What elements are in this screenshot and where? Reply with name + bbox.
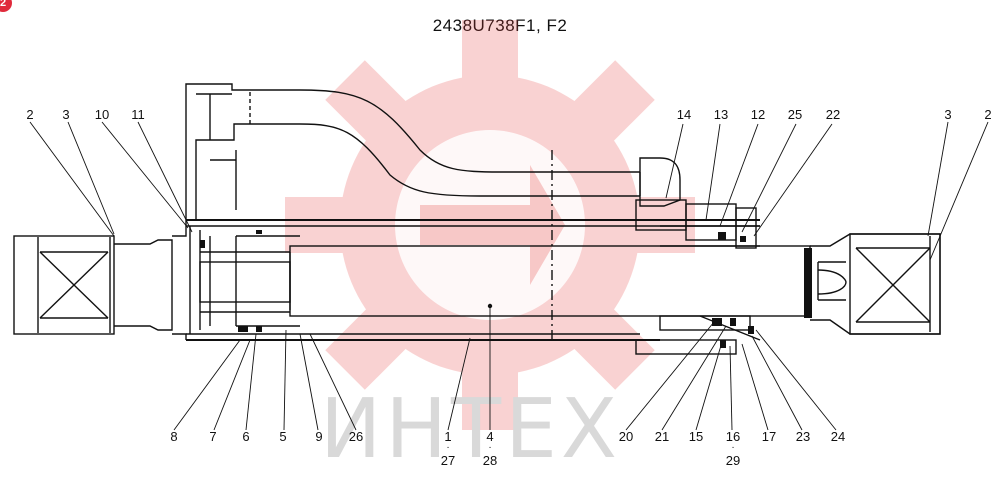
callout-bottom-8: 8 bbox=[170, 429, 178, 444]
callout-sub-27: 27 bbox=[440, 453, 456, 468]
watermark-text: ИНТЕХ bbox=[320, 382, 622, 477]
right-rod-end bbox=[810, 233, 941, 335]
callout-dot: · bbox=[488, 442, 492, 453]
callout-bottom-9: 9 bbox=[315, 429, 323, 444]
callout-top-22: 22 bbox=[825, 107, 841, 122]
callout-top-14: 14 bbox=[676, 107, 692, 122]
callout-bottom-24: 24 bbox=[830, 429, 846, 444]
callout-top-2-right: 2 bbox=[984, 107, 992, 122]
callout-top-25: 25 bbox=[787, 107, 803, 122]
callout-dot: · bbox=[446, 442, 450, 453]
callout-top-13: 13 bbox=[713, 107, 729, 122]
callout-dot: · bbox=[731, 442, 735, 453]
cylinder-barrel bbox=[172, 219, 760, 341]
leader-lines bbox=[29, 121, 989, 431]
hydraulic-tube bbox=[185, 83, 681, 220]
callout-top-11: 11 bbox=[131, 107, 145, 122]
callout-bottom-4: 4 bbox=[486, 429, 494, 444]
callout-top-12: 12 bbox=[750, 107, 766, 122]
callout-bottom-5: 5 bbox=[279, 429, 287, 444]
corner-badge: 2 bbox=[0, 0, 12, 12]
callout-bottom-1: 1 bbox=[444, 429, 452, 444]
rod-end-seal bbox=[804, 248, 812, 318]
left-clevis bbox=[13, 235, 173, 335]
callout-top-2-left: 2 bbox=[26, 107, 34, 122]
callout-bottom-20: 20 bbox=[618, 429, 634, 444]
callout-sub-28: 28 bbox=[482, 453, 498, 468]
drawing-title: 2438U738F1, F2 bbox=[433, 16, 568, 35]
callout-bottom-21: 21 bbox=[654, 429, 670, 444]
callout-bottom-16: 16 bbox=[725, 429, 741, 444]
cylinder-head bbox=[635, 199, 761, 355]
callout-bottom-7: 7 bbox=[209, 429, 217, 444]
piston-rod bbox=[199, 235, 811, 327]
callout-bottom-6: 6 bbox=[242, 429, 250, 444]
callout-top-3-left: 3 bbox=[62, 107, 70, 122]
piston-seals bbox=[200, 230, 262, 332]
callout-top-3-right: 3 bbox=[944, 107, 952, 122]
callout-sub-29: 29 bbox=[725, 453, 741, 468]
callout-bottom-26: 26 bbox=[348, 429, 364, 444]
callout-top-10: 10 bbox=[94, 107, 110, 122]
callout-bottom-15: 15 bbox=[688, 429, 704, 444]
callout-bottom-17: 17 bbox=[761, 429, 777, 444]
head-seals bbox=[712, 232, 754, 348]
callout-bottom-23: 23 bbox=[795, 429, 811, 444]
